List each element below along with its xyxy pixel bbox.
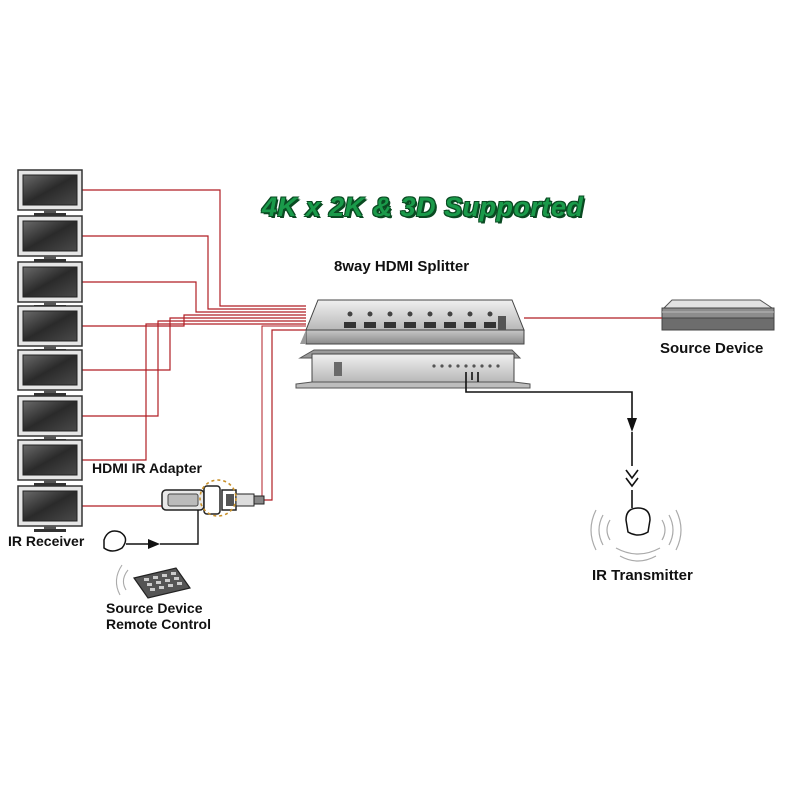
led <box>480 364 484 368</box>
led <box>488 364 492 368</box>
led <box>456 364 460 368</box>
display-4 <box>17 305 83 352</box>
hdmi-port <box>404 322 416 328</box>
display-2 <box>17 215 83 262</box>
display-8 <box>17 485 83 532</box>
headline: 4K x 2K & 3D Supported <box>262 192 584 222</box>
hdmi-cables <box>82 189 306 507</box>
hdmi-port <box>424 322 436 328</box>
led <box>432 364 436 368</box>
splitter-rear-unit <box>300 299 525 345</box>
hdmi-ir-adapter-label: HDMI IR Adapter <box>92 460 202 476</box>
ir-receiver-label: IR Receiver <box>8 533 85 549</box>
remote-control <box>115 564 191 599</box>
ir-transmitter-label: IR Transmitter <box>592 567 693 584</box>
hdmi-port <box>384 322 396 328</box>
hdmi-port <box>444 322 456 328</box>
ir-transmitter-cable <box>465 372 639 508</box>
led <box>448 364 452 368</box>
power-switch <box>334 362 342 376</box>
front-leds <box>432 364 500 368</box>
power-jack <box>498 316 506 330</box>
display-3 <box>17 261 83 308</box>
ir-receiver <box>103 520 199 552</box>
splitter-ports <box>344 311 496 328</box>
source-device-player <box>661 299 775 331</box>
source-device-label: Source Device <box>660 340 764 357</box>
hdmi-port <box>484 322 496 328</box>
led <box>464 364 468 368</box>
splitter-label: 8way HDMI Splitter <box>334 258 470 275</box>
led <box>496 364 500 368</box>
display-5 <box>17 349 83 396</box>
display-1 <box>17 169 83 216</box>
remote-label-line1: Source Device <box>106 600 203 616</box>
display-stack <box>17 169 83 532</box>
ir-transmitter-emitter <box>590 507 682 562</box>
hdmi-port <box>464 322 476 328</box>
display-7 <box>17 439 83 486</box>
hdmi-ir-adapter <box>161 479 265 520</box>
splitter-front-unit <box>295 349 531 389</box>
display-6 <box>17 395 83 442</box>
remote-label-line2: Remote Control <box>106 616 211 632</box>
hdmi-port <box>364 322 376 328</box>
hdmi-port <box>344 322 356 328</box>
led <box>440 364 444 368</box>
led <box>472 364 476 368</box>
